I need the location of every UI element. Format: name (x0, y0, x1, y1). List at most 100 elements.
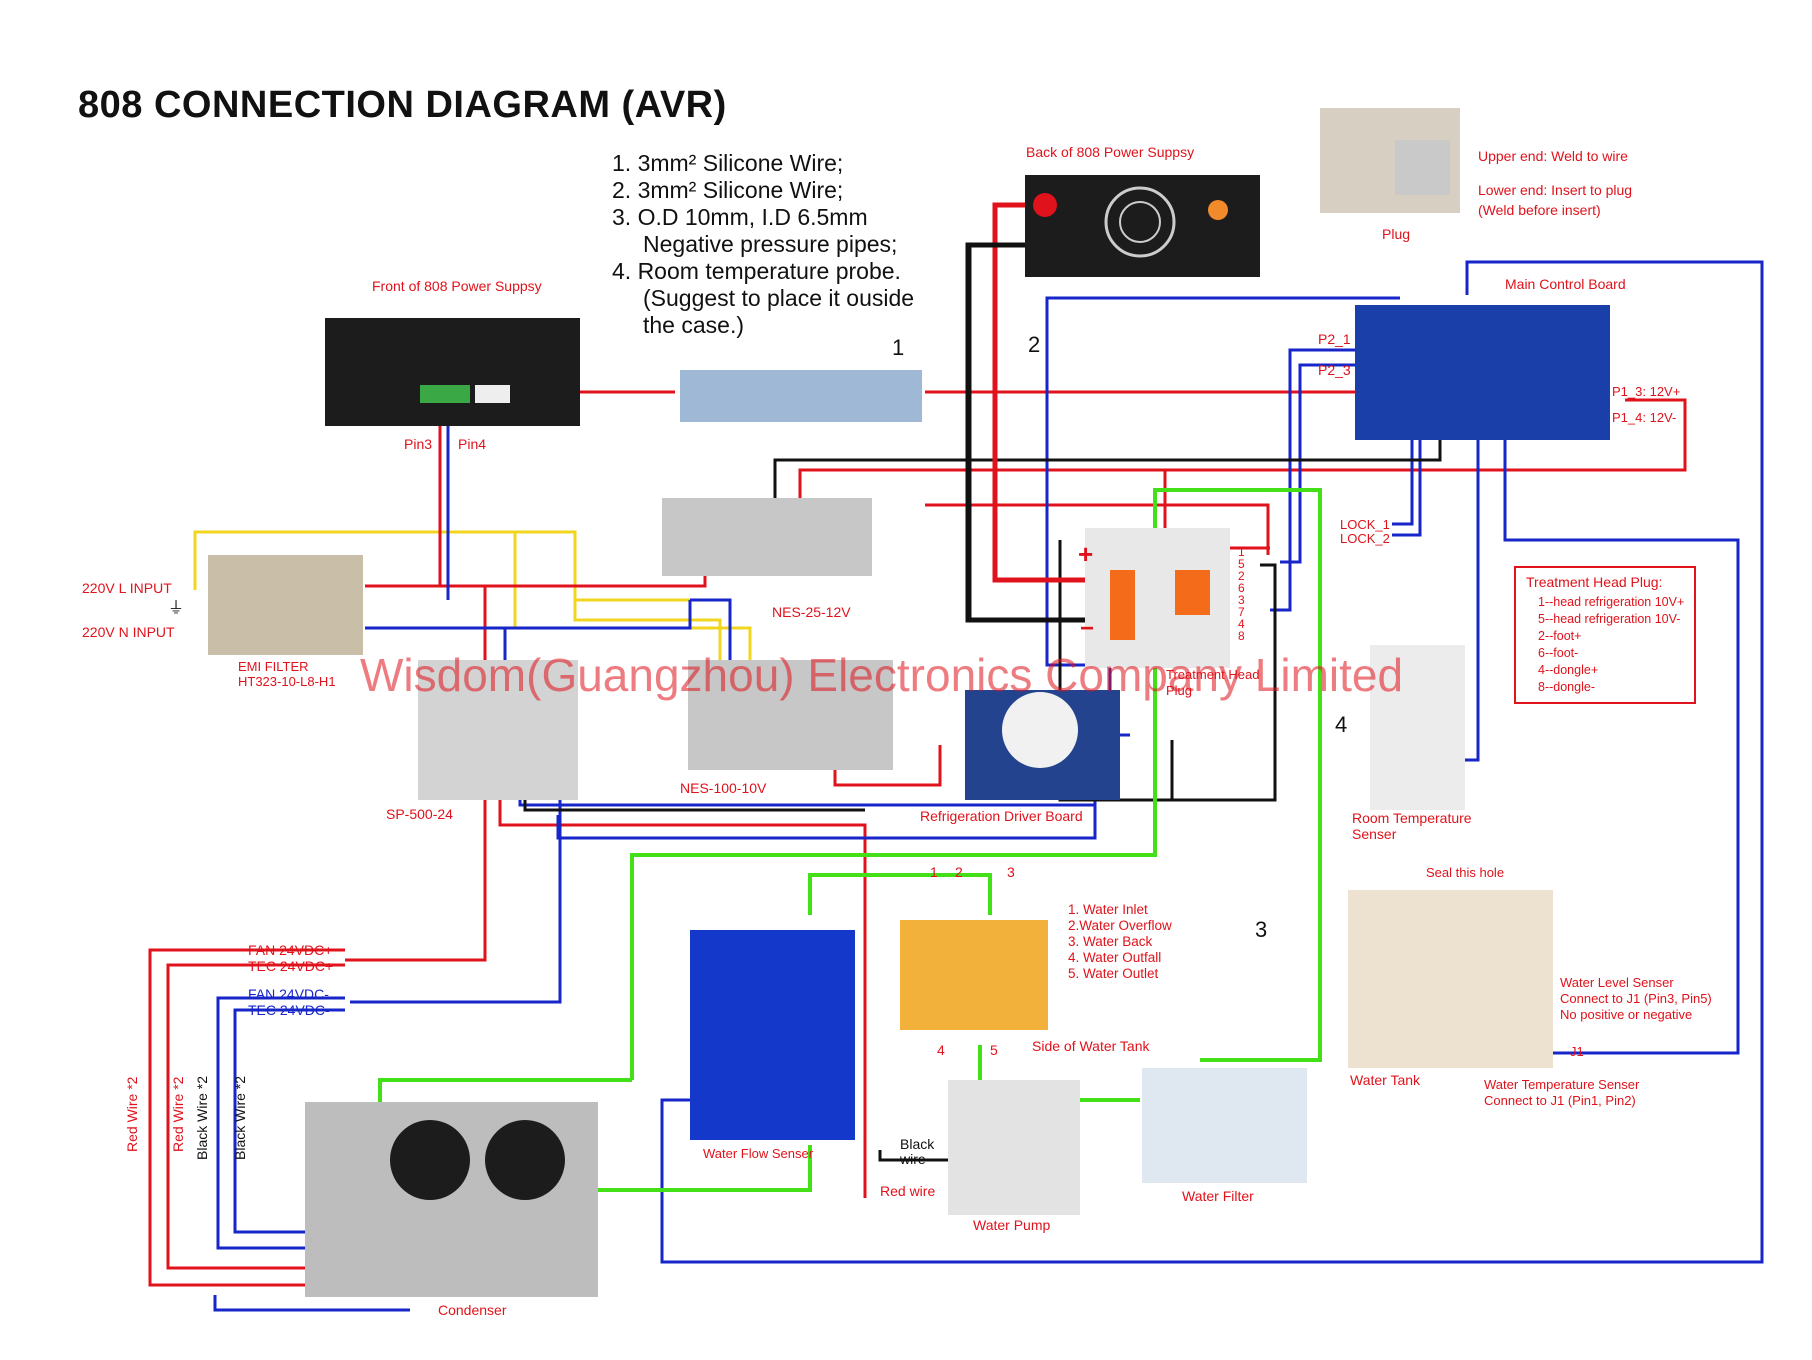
water-temp-label-2: Connect to J1 (Pin1, Pin2) (1484, 1093, 1636, 1108)
minus-sign: − (1080, 615, 1095, 642)
back-power-red-knob (1033, 193, 1057, 217)
lower-end-label: Lower end: Insert to plug (1478, 182, 1633, 198)
water-filter (1142, 1068, 1307, 1183)
ribbon-cable (680, 370, 922, 422)
plug-pin: 2 (1238, 569, 1245, 583)
fan-neg-label: FAN 24VDC- (248, 986, 329, 1002)
water-pump (948, 1080, 1080, 1215)
side-tank-label: Side of Water Tank (1032, 1038, 1150, 1054)
l-input-label: 220V L INPUT (82, 580, 172, 596)
refrig-board-component (1002, 692, 1078, 768)
notes-line-7: the case.) (643, 312, 744, 338)
plus-sign: + (1078, 539, 1094, 569)
plug-pin: 4 (1238, 617, 1245, 631)
treatment-head-legend-item: 1--head refrigeration 10V+ (1538, 595, 1685, 609)
water-flow-label: Water Flow Senser (703, 1146, 814, 1161)
black-wire-label-a: Black Wire *2 (194, 1075, 210, 1160)
emi-filter (208, 555, 363, 655)
red-wire-label-b: Red Wire *2 (170, 1076, 186, 1152)
main-control-board (1355, 305, 1610, 440)
emi-filter-label: EMI FILTER (238, 659, 309, 674)
th-orange-left (1110, 570, 1135, 640)
front-power-supply (325, 318, 580, 426)
p1-3-label: P1_3: 12V+ (1612, 384, 1681, 399)
tec-neg-label: TEC 24VDC- (248, 1002, 330, 1018)
back-power-supply (1025, 175, 1260, 277)
fan-pos-label: FAN 24VDC+ (248, 942, 333, 958)
pin3-label: Pin3 (404, 436, 433, 452)
seal-hole-label: Seal this hole (1426, 865, 1505, 880)
notes-line-3: 3. O.D 10mm, I.D 6.5mm (612, 204, 868, 230)
back-power-fan-inner (1119, 201, 1161, 243)
page-title: 808 CONNECTION DIAGRAM (AVR) (78, 84, 727, 126)
condenser-fan-left (390, 1120, 470, 1200)
lock1-label: LOCK_1 (1340, 517, 1390, 532)
treatment-head-legend: Treatment Head Plug: 1--head refrigerati… (1514, 566, 1697, 704)
treatment-head-legend-title: Treatment Head Plug: (1526, 574, 1663, 590)
main-board-label: Main Control Board (1505, 276, 1626, 292)
tank-list-item: 5. Water Outlet (1068, 966, 1159, 981)
port-4-label: 4 (937, 1042, 945, 1058)
j1-label: J1 (1570, 1044, 1584, 1059)
water-level-label: Water Level Senser (1560, 975, 1674, 990)
devices (208, 108, 1610, 1297)
treatment-head-legend-item: 8--dongle- (1538, 680, 1595, 694)
water-tank-label: Water Tank (1350, 1072, 1421, 1088)
tank-list-item: 2.Water Overflow (1068, 918, 1172, 933)
port-3-label: 3 (1007, 864, 1015, 880)
plug-pin: 5 (1238, 557, 1245, 571)
water-flow-sensor (690, 930, 855, 1140)
notes-line-4: Negative pressure pipes; (643, 231, 898, 257)
notes-line-2: 2. 3mm² Silicone Wire; (612, 177, 844, 203)
treatment-head-legend-item: 6--foot- (1538, 646, 1579, 660)
arrow-label-4: 4 (1335, 712, 1348, 737)
back-power-orange-cap (1208, 200, 1228, 220)
pin4-label: Pin4 (458, 436, 487, 452)
sp500-supply (418, 660, 578, 800)
red-wire-label: Red wire (880, 1183, 936, 1199)
black-wire-label-b: Black Wire *2 (232, 1075, 248, 1160)
front-connector (420, 385, 470, 403)
th-orange-right (1175, 570, 1210, 615)
tank-list-item: 3. Water Back (1068, 934, 1153, 949)
notes-line-5: 4. Room temperature probe. (612, 258, 901, 284)
water-tank-photo (1348, 890, 1553, 1068)
plug-pin: 1 (1238, 545, 1245, 559)
lock2-label: LOCK_2 (1340, 531, 1390, 546)
treatment-head-legend-item: 2--foot+ (1538, 629, 1582, 643)
black-wire-label-2: wire (900, 1151, 926, 1167)
arrow-label-2: 2 (1028, 332, 1041, 357)
treatment-head-plug-label: Treatment Head (1166, 667, 1260, 682)
front-power-label: Front of 808 Power Suppsy (372, 278, 542, 294)
room-temp-sensor (1370, 645, 1465, 810)
water-tank-side (900, 920, 1048, 1030)
nes25-supply (662, 498, 872, 576)
p2-3-label: P2_3 (1318, 362, 1351, 378)
tank-list-item: 1. Water Inlet (1068, 902, 1148, 917)
port-2-label: 2 (955, 864, 963, 880)
plug-pin: 3 (1238, 593, 1245, 607)
plug-pin: 6 (1238, 581, 1245, 595)
back-power-label: Back of 808 Power Suppsy (1026, 144, 1195, 160)
plug-pin: 7 (1238, 605, 1245, 619)
arrow-label-1: 1 (892, 335, 905, 360)
nes100-label: NES-100-10V (680, 780, 767, 796)
condenser-fan-right (485, 1120, 565, 1200)
notes-line-6: (Suggest to place it ouside (643, 285, 915, 311)
back-power-fan (1104, 186, 1176, 258)
sp500-label: SP-500-24 (386, 806, 453, 822)
red-wire-label-a: Red Wire *2 (124, 1076, 140, 1152)
room-temp-label: Room Temperature (1352, 810, 1472, 826)
treatment-head-legend-item: 5--head refrigeration 10V- (1538, 612, 1681, 626)
refrig-board-label: Refrigeration Driver Board (920, 808, 1083, 824)
room-temp-label-2: Senser (1352, 826, 1397, 842)
nes25-label: NES-25-12V (772, 604, 851, 620)
weld-before-label: (Weld before insert) (1478, 202, 1601, 218)
n-input-label: 220V N INPUT (82, 624, 175, 640)
ground-symbol: ⏚ (168, 600, 185, 617)
plug-pins-photo (1395, 140, 1450, 195)
condenser-label: Condenser (438, 1302, 507, 1318)
nes100-supply (688, 660, 893, 770)
watermark: Wisdom(Guangzhou) Electronics Company Li… (360, 649, 1404, 701)
